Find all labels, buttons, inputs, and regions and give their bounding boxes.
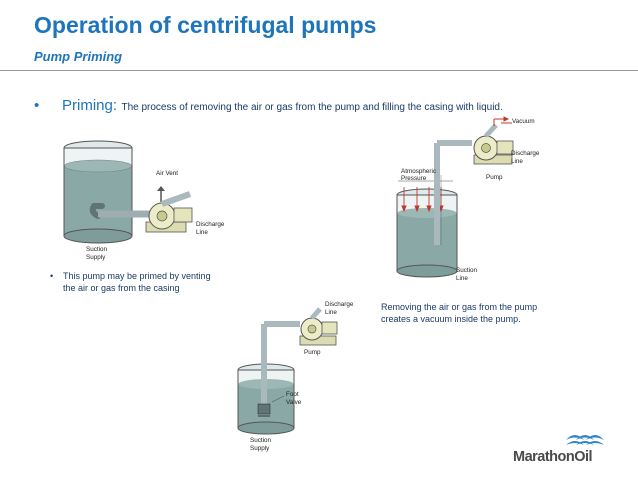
air-vent-priming-diagram: Air Vent Discharge Line Suction Supply <box>63 140 225 261</box>
note-vacuum-priming: Removing the air or gas from the pump cr… <box>381 301 581 325</box>
label-vacuum: Vacuum <box>512 118 535 125</box>
page-title: Operation of centrifugal pumps <box>34 12 377 38</box>
note-left-line1: This pump may be primed by venting <box>63 271 211 281</box>
pump <box>145 202 193 233</box>
note-right-line1: Removing the air or gas from the pump <box>381 302 538 312</box>
marathon-oil-logo-icon <box>566 435 604 445</box>
logo-wordmark: MarathonOil <box>513 449 593 465</box>
label-pressure: Pressure <box>401 175 427 182</box>
tank-liquid <box>64 166 132 236</box>
priming-bullet: • Priming: The process of removing the ai… <box>34 97 503 115</box>
note-bullet-marker: • <box>50 271 54 281</box>
label-discharge-line: Line <box>325 309 337 316</box>
suction-inlet <box>89 203 105 219</box>
note-right-line2: creates a vacuum inside the pump. <box>381 314 521 324</box>
label-air-vent: Air Vent <box>156 170 178 177</box>
label-foot-valve: Valve <box>286 399 302 406</box>
suction-tank <box>396 188 458 278</box>
label-discharge: Discharge <box>196 221 225 228</box>
label-discharge-line: Line <box>511 158 523 165</box>
vacuum-arrow-icon <box>493 116 512 126</box>
discharge-pipe <box>160 191 192 207</box>
foot-valve-icon <box>257 403 271 417</box>
note-vent-priming: • This pump may be primed by venting the … <box>50 270 250 294</box>
pump <box>299 317 338 346</box>
label-discharge: Discharge <box>511 150 540 157</box>
bullet-definition: The process of removing the air or gas f… <box>121 102 503 113</box>
bullet-marker: • <box>34 97 40 114</box>
tank-liquid <box>397 213 457 271</box>
suction-tank <box>63 140 133 244</box>
label-pump: Pump <box>486 174 503 181</box>
label-suction: Suction <box>250 437 272 444</box>
label-foot: Foot <box>286 391 299 398</box>
label-pump: Pump <box>304 349 321 356</box>
suction-tank <box>237 363 295 435</box>
label-discharge: Discharge <box>325 301 354 308</box>
label-suction: Suction <box>86 246 108 253</box>
note-left-line2: the air or gas from the casing <box>63 283 180 293</box>
page-subtitle: Pump Priming <box>34 49 123 64</box>
label-suction-supply: Supply <box>86 254 106 261</box>
discharge-line <box>484 123 498 138</box>
label-atmospheric: Atmospheric <box>401 168 436 175</box>
vacuum-priming-diagram: Vacuum Discharge Line Atmospheric Pressu… <box>396 116 540 282</box>
label-suction-supply: Supply <box>250 445 270 452</box>
discharge-pipe <box>310 307 322 320</box>
label-suction-line: Line <box>456 275 468 282</box>
label-suction: Suction <box>456 267 478 274</box>
foot-valve-priming-diagram: Discharge Line Pump Foot Valve Suction S… <box>237 301 354 452</box>
title-divider <box>0 70 638 71</box>
label-discharge-line: Line <box>196 229 208 236</box>
bullet-term: Priming: <box>62 97 118 114</box>
pump <box>473 135 514 165</box>
